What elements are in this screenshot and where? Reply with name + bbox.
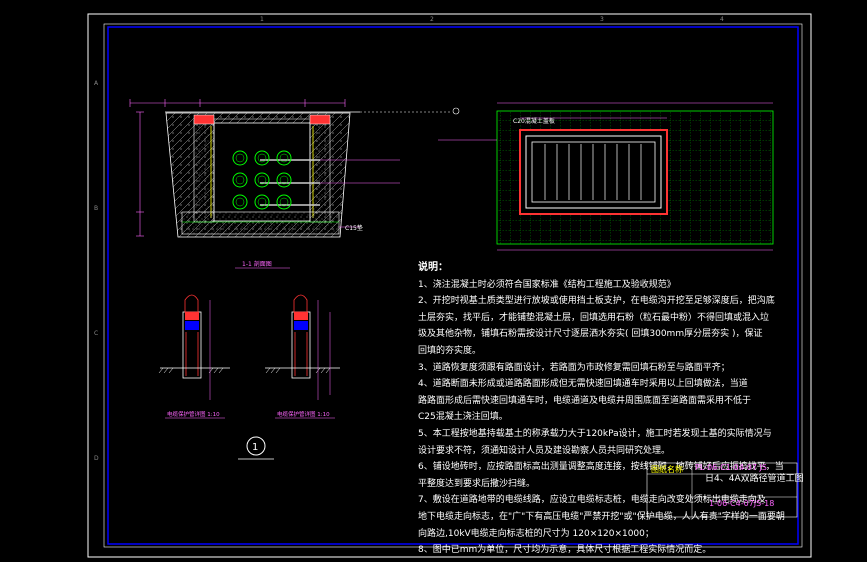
- col-label-1: 1: [260, 16, 264, 23]
- row-label-c: C: [94, 330, 98, 337]
- note-line: 4、道路断面未形成或道路路面形成但无需快速回填通车时采用以上回填做法，当道: [418, 379, 748, 390]
- frame-line: [103, 23, 803, 548]
- row-label-d: D: [94, 455, 99, 462]
- note-line: 6、铺设地砖时，应按路面标高出测量调整高度连接，按线铺砌，地砖铺好后应振捣找平，…: [418, 462, 784, 473]
- note-line: C25混凝土浇注回填。: [418, 412, 508, 423]
- title-block-lines: [646, 462, 798, 518]
- inner-border: [107, 26, 799, 545]
- outer-frame: [87, 13, 812, 558]
- drawing-code-2: 1-06-C4-07JS-18: [709, 499, 775, 508]
- row-label-a: A: [94, 80, 99, 87]
- notes-title: 说明：: [418, 262, 448, 273]
- note-line: 路路面形成后需快速回填通车时，电缆通道及电缆井周围底面至道路面需采用不低于: [418, 395, 752, 406]
- note-line: 向路边,10kV电缆走向标志桩的尺寸为 120×120×1000；: [418, 528, 654, 539]
- col-label-2: 2: [430, 16, 434, 23]
- note-line: 3、道路恢复度须跟有路面设计，若路面为市政修复需回填石粉至与路面平齐；: [418, 362, 730, 373]
- plan-label: C20混凝土盖板: [513, 117, 555, 125]
- plan-view: C20混凝土盖板: [438, 102, 774, 251]
- title-block-label: 图纸名称: [651, 465, 683, 474]
- col-label-3: 3: [600, 16, 604, 23]
- drawing-code: PL-06-C1-04-07 JS: [695, 463, 767, 472]
- note-line: 8、图中已mm为单位，尺寸均为示意，具体尺寸根据工程实际情况而定。: [418, 545, 712, 556]
- design-notes: 说明： 1、浇注混凝土时必须符合国家标准《结构工程施工及验收规范》 2、开挖时视…: [418, 260, 793, 559]
- pipe-caption-2: 电缆保护管详图 1:10: [277, 410, 330, 418]
- note-line: 平整度达到要求后撒沙扫缝。: [418, 478, 536, 489]
- note-line: 5、本工程按地基持载基土的称承载力大于120kPa设计，施工时若发现土基的实际情…: [418, 428, 772, 439]
- note-line: 1、浇注混凝土时必须符合国家标准《结构工程施工及验收规范》: [418, 279, 676, 290]
- note-line: 地下电缆走向标志，在"广"下有高压电缆"严禁开挖"或"保护电缆，人人有责"字样的…: [418, 511, 785, 522]
- pipe-caption-1: 电缆保护管详图 1:10: [167, 410, 220, 418]
- note-line: 圾及其他杂物，铺填石粉需按设计尺寸逐层洒水夯实( 回填300mm厚分层夯实 )，…: [418, 329, 763, 340]
- drawing-name: 日4、4A双路径管道工图: [705, 474, 804, 484]
- col-label-4: 4: [720, 16, 724, 23]
- base-label: C15垫: [345, 224, 363, 232]
- section-caption: 1-1 剖面图: [242, 260, 272, 268]
- grid-labels: 1 2 3 4 A B C D: [94, 16, 724, 462]
- note-line: 土层夯实，找平后，才能铺垫混凝土层，回填选用石粉（粒石最中粉）不得回填或混入垃: [418, 312, 770, 323]
- note-line: 设计要求不符，须通知设计人员及建设勘察人员共同研究处理。: [418, 445, 671, 456]
- row-label-b: B: [94, 205, 98, 212]
- trench-section-view: C15垫 1-1 剖面图: [129, 99, 460, 269]
- note-line: 回填的夯实度。: [418, 345, 482, 356]
- detail-number: 1: [252, 442, 258, 453]
- note-line: 2、开挖时视基土质类型进行放坡或使用挡土板支护，在电缆沟开挖至足够深度后，把沟底: [418, 296, 775, 307]
- pipe-detail-views: 电缆保护管详图 1:10 电缆保护管详图 1:10 1: [158, 294, 340, 460]
- note-line: 7、敷设在道路地带的电缆线路，应设立电缆标志桩，电缆走向改变处须标出电缆走向及: [418, 495, 766, 506]
